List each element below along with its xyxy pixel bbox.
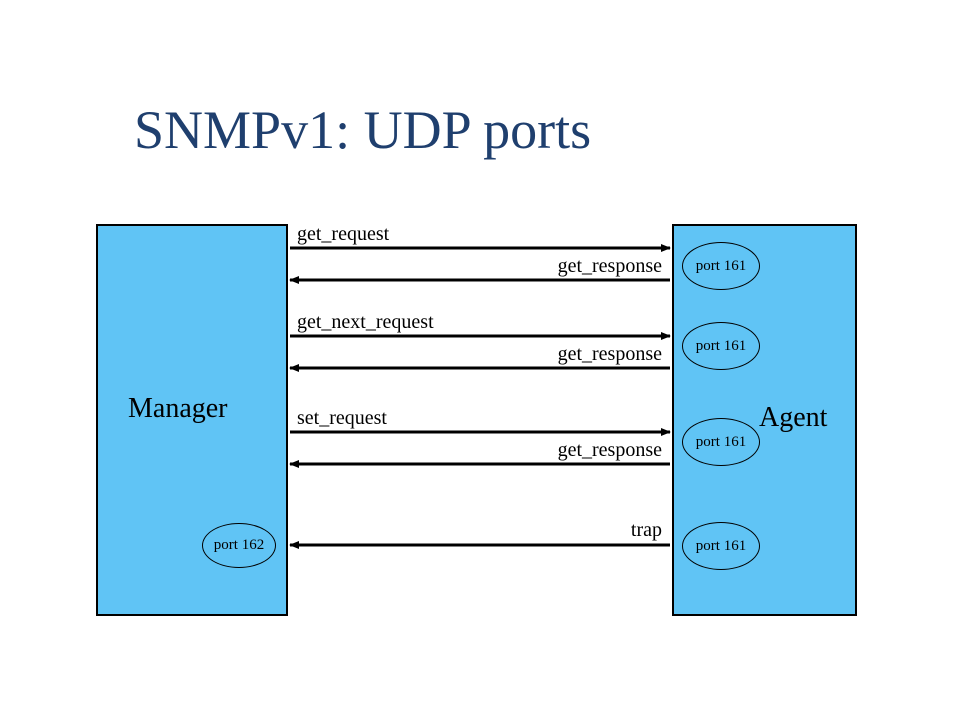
agent-port-oval-4: port 161: [682, 522, 760, 570]
message-label-trap: trap: [630, 519, 662, 541]
message-label-get-next-request: get_next_request: [297, 311, 434, 333]
agent-port-oval-1: port 161: [682, 242, 760, 290]
message-label-get-response-2: get_response: [557, 343, 662, 365]
message-label-get-request: get_request: [297, 223, 390, 245]
slide-title: SNMPv1: UDP ports: [134, 100, 592, 160]
agent-port-oval-3: port 161: [682, 418, 760, 466]
manager-label: Manager: [128, 393, 228, 424]
message-label-get-response-3: get_response: [557, 439, 662, 461]
message-label-get-response-1: get_response: [557, 255, 662, 277]
message-label-set-request: set_request: [297, 407, 387, 429]
manager-port-oval: port 162: [202, 523, 276, 568]
agent-label: Agent: [759, 402, 828, 433]
agent-port-oval-2: port 161: [682, 322, 760, 370]
